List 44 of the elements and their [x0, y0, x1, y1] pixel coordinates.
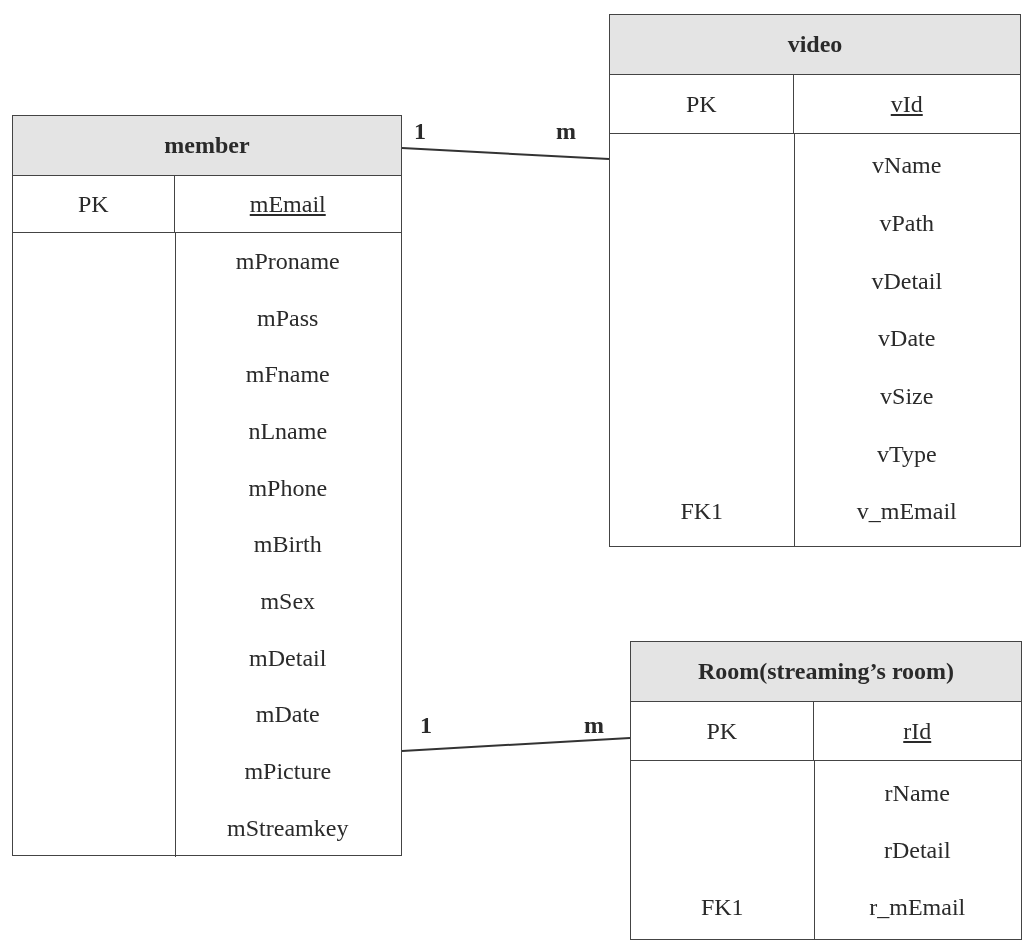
multiplicity-label: m [584, 712, 604, 739]
field-name: mBirth [253, 531, 322, 559]
key-label: FK1 [680, 498, 724, 526]
key-field-name: vId [890, 90, 923, 118]
field-name: vSize [880, 383, 934, 411]
key-label: FK1 [700, 894, 744, 921]
field-name: mStreamkey [227, 814, 349, 842]
field-name: rName [884, 780, 950, 807]
entity-name: member [164, 132, 250, 159]
entity-name: Room(streaming’s room) [697, 658, 955, 685]
entity-name: video [787, 31, 843, 58]
field-name: vDetail [871, 267, 943, 295]
entity-table [609, 14, 1021, 547]
multiplicity-label: 1 [414, 118, 426, 145]
relationship-line [401, 147, 610, 160]
field-name: vType [876, 440, 937, 468]
field-name: rDetail [883, 837, 951, 864]
field-name: vName [872, 152, 942, 180]
primary-key-row [610, 75, 1020, 134]
field-name: mDetail [249, 644, 327, 672]
field-name: nLname [248, 417, 328, 445]
key-field-name: rId [903, 717, 932, 745]
field-name: mFname [245, 361, 330, 389]
entity-table [630, 641, 1022, 940]
multiplicity-label: m [556, 118, 576, 145]
relationship-line [401, 737, 631, 752]
key-field-name: mEmail [249, 190, 326, 218]
field-name: r_mEmail [869, 894, 966, 921]
field-name: vDate [878, 325, 936, 353]
field-name: mProname [235, 247, 340, 275]
key-label: PK [77, 190, 109, 218]
field-name: mPicture [244, 758, 332, 786]
field-name: mPass [257, 304, 319, 332]
key-label: PK [685, 90, 717, 118]
entity-table [12, 115, 402, 856]
primary-key-row [631, 702, 1021, 761]
primary-key-row [13, 176, 401, 233]
field-name: v_mEmail [856, 498, 957, 526]
multiplicity-label: 1 [420, 712, 432, 739]
key-label: PK [706, 717, 738, 745]
field-name: mPhone [248, 474, 328, 502]
field-name: mSex [260, 587, 316, 615]
field-name: vPath [879, 210, 935, 238]
field-name: mDate [255, 701, 320, 729]
